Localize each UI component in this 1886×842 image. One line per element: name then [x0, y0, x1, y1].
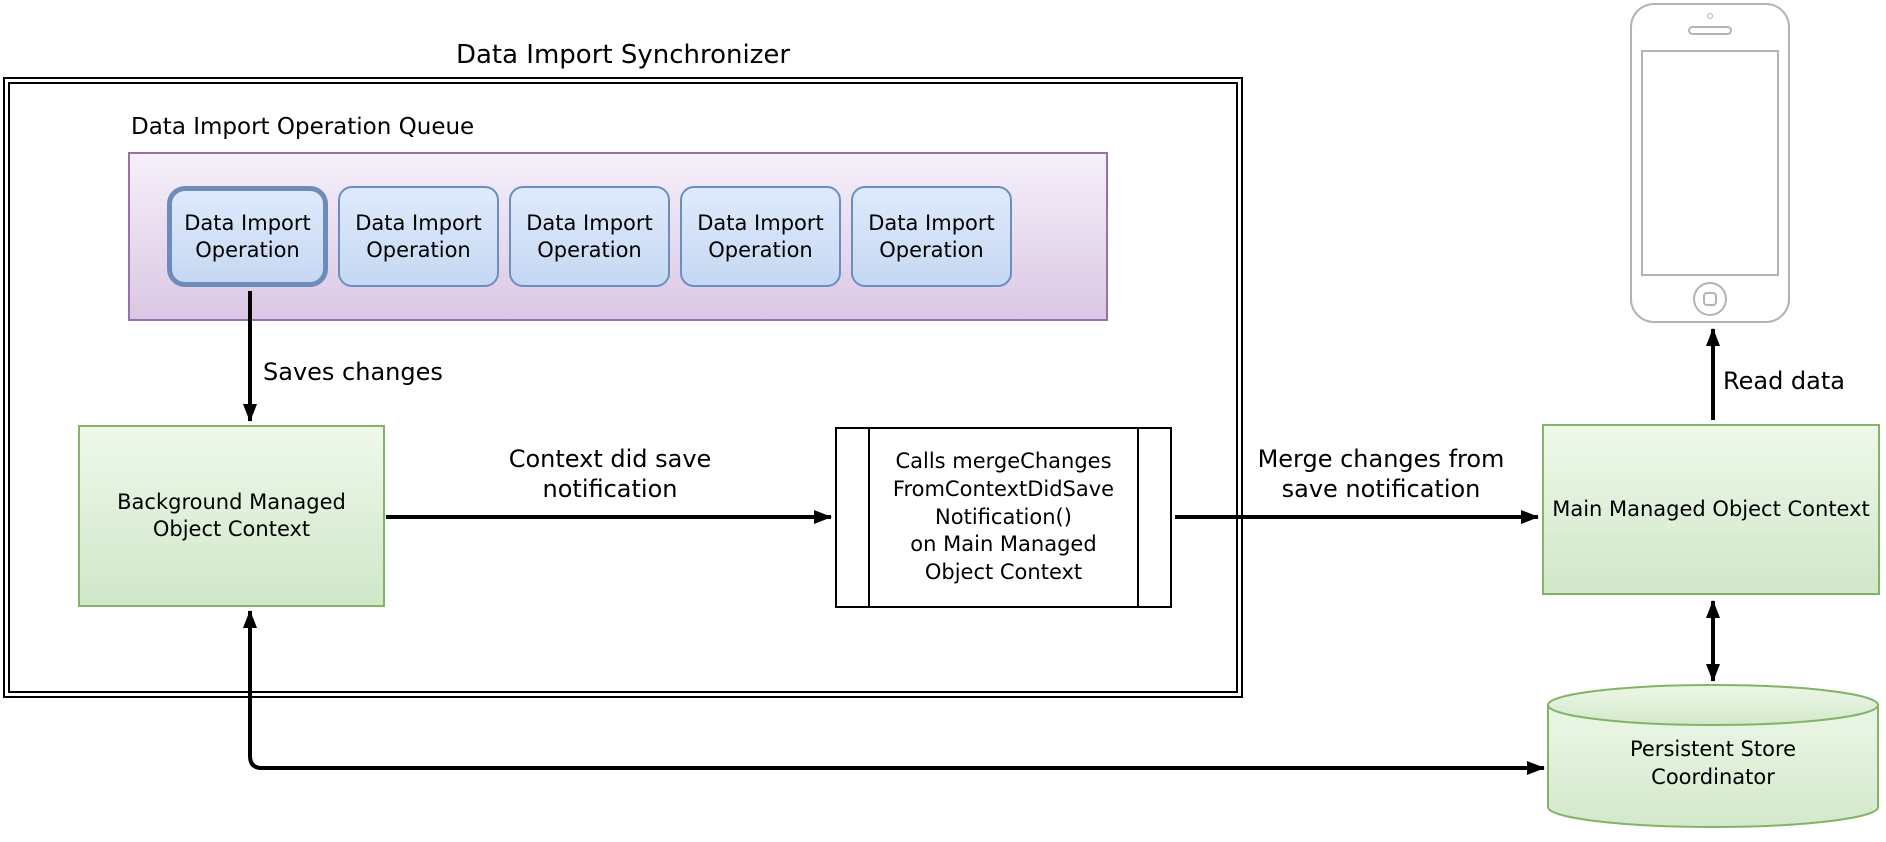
synchronizer-title: Data Import Synchronizer: [455, 40, 791, 70]
operation-queue-box: Data Import Operation Data Import Operat…: [128, 152, 1108, 321]
phone-screen: [1641, 50, 1779, 276]
queue-heading: Data Import Operation Queue: [131, 114, 475, 140]
process-left-bar: [868, 429, 870, 606]
operation-box-active: Data Import Operation: [167, 186, 328, 287]
operation-box: Data Import Operation: [338, 186, 499, 287]
persistent-store-label: Persistent Store Coordinator: [1629, 737, 1797, 790]
merge-process-node: Calls mergeChanges FromContextDidSave No…: [835, 427, 1172, 608]
background-context-node: Background Managed Object Context: [78, 425, 385, 607]
merge-changes-label: Merge changes from save notification: [1257, 445, 1505, 503]
phone-speaker-icon: [1688, 26, 1732, 35]
merge-process-text: Calls mergeChanges FromContextDidSave No…: [892, 448, 1115, 585]
main-context-node: Main Managed Object Context: [1542, 424, 1880, 595]
iphone-icon: [1630, 3, 1790, 323]
phone-camera-icon: [1707, 13, 1713, 19]
operation-box: Data Import Operation: [509, 186, 670, 287]
phone-home-button-icon: [1693, 282, 1727, 316]
read-data-label: Read data: [1723, 367, 1845, 395]
process-right-bar: [1137, 429, 1139, 606]
phone-home-square-icon: [1703, 292, 1717, 306]
context-did-save-label: Context did save notification: [508, 445, 712, 503]
saves-changes-label: Saves changes: [263, 358, 443, 386]
operation-box: Data Import Operation: [851, 186, 1012, 287]
operation-box: Data Import Operation: [680, 186, 841, 287]
